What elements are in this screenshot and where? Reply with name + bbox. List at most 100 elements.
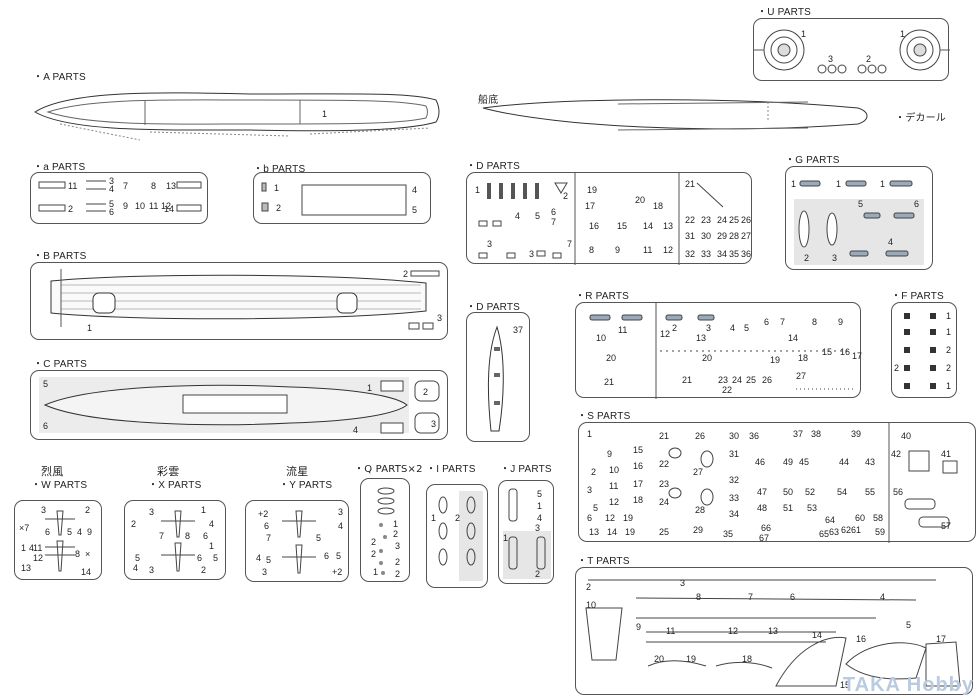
svg-text:8: 8 <box>812 317 817 327</box>
svg-text:8: 8 <box>696 592 701 602</box>
svg-text:2: 2 <box>395 557 400 567</box>
svg-text:4: 4 <box>256 553 261 563</box>
svg-text:11: 11 <box>618 325 627 335</box>
svg-text:3: 3 <box>262 567 267 577</box>
svg-text:1: 1 <box>946 327 951 337</box>
svg-text:61: 61 <box>851 525 861 535</box>
a-parts-hull: 1 <box>34 92 440 141</box>
svg-text:9: 9 <box>838 317 843 327</box>
svg-text:23: 23 <box>718 375 728 385</box>
svg-text:14: 14 <box>607 527 617 537</box>
svg-text:1: 1 <box>322 109 327 119</box>
svg-text:3: 3 <box>487 239 492 249</box>
svg-text:5: 5 <box>43 379 48 389</box>
svg-text:21: 21 <box>659 431 669 441</box>
svg-text:4: 4 <box>537 513 542 523</box>
svg-text:1: 1 <box>373 567 378 577</box>
svg-text:2: 2 <box>395 569 400 579</box>
svg-text:30: 30 <box>701 231 711 241</box>
svg-text:2: 2 <box>403 269 408 279</box>
svg-text:2: 2 <box>131 519 136 529</box>
svg-text:15: 15 <box>633 445 643 455</box>
svg-text:12: 12 <box>663 245 673 255</box>
svg-text:8: 8 <box>185 531 190 541</box>
svg-text:6: 6 <box>43 421 48 431</box>
svg-text:6: 6 <box>324 551 329 561</box>
svg-text:10: 10 <box>609 465 619 475</box>
svg-text:22: 22 <box>722 385 732 395</box>
svg-text:35: 35 <box>729 249 739 259</box>
svg-text:11: 11 <box>666 626 675 636</box>
svg-text:44: 44 <box>839 457 849 467</box>
svg-text:15: 15 <box>822 347 832 357</box>
svg-text:2: 2 <box>894 363 899 373</box>
svg-text:24: 24 <box>717 215 727 225</box>
svg-text:2: 2 <box>68 204 73 214</box>
svg-text:10: 10 <box>586 600 596 610</box>
svg-text:6: 6 <box>790 592 795 602</box>
s-parts-label: ・S PARTS <box>577 411 631 422</box>
svg-text:×7: ×7 <box>19 523 29 533</box>
c-parts-label: ・C PARTS <box>33 359 88 370</box>
svg-text:53: 53 <box>807 503 817 513</box>
svg-text:7: 7 <box>567 239 572 249</box>
svg-text:52: 52 <box>805 487 815 497</box>
svg-text:12: 12 <box>33 553 43 563</box>
svg-text:38: 38 <box>811 429 821 439</box>
j-parts-label: ・J PARTS <box>500 464 552 475</box>
svg-text:7: 7 <box>748 592 753 602</box>
svg-text:36: 36 <box>749 431 759 441</box>
svg-text:18: 18 <box>633 495 643 505</box>
svg-text:6: 6 <box>45 527 50 537</box>
svg-text:7: 7 <box>780 317 785 327</box>
svg-text:16: 16 <box>589 221 599 231</box>
b-small-parts-drawing: 1 2 45 <box>261 182 417 216</box>
g-parts-label: ・G PARTS <box>785 155 840 166</box>
i-parts-label: ・I PARTS <box>426 464 476 475</box>
y-name-label: 流星 <box>286 465 309 478</box>
svg-text:18: 18 <box>742 654 752 664</box>
svg-text:1: 1 <box>209 541 214 551</box>
svg-text:1: 1 <box>801 29 806 39</box>
svg-text:64: 64 <box>825 515 835 525</box>
svg-text:17: 17 <box>852 351 862 361</box>
svg-text:5: 5 <box>266 555 271 565</box>
svg-text:33: 33 <box>701 249 711 259</box>
svg-text:3: 3 <box>41 505 46 515</box>
svg-text:37: 37 <box>793 429 803 439</box>
svg-text:4: 4 <box>730 323 735 333</box>
svg-text:13: 13 <box>21 563 31 573</box>
svg-text:58: 58 <box>873 513 883 523</box>
svg-text:19: 19 <box>587 185 597 195</box>
svg-text:36: 36 <box>741 249 751 259</box>
svg-text:23: 23 <box>659 479 669 489</box>
svg-text:1: 1 <box>431 513 436 523</box>
svg-text:32: 32 <box>685 249 695 259</box>
svg-text:3: 3 <box>832 253 837 263</box>
svg-text:4: 4 <box>412 185 417 195</box>
svg-text:1: 1 <box>87 323 92 333</box>
svg-text:42: 42 <box>891 449 901 459</box>
svg-text:57: 57 <box>941 521 951 531</box>
y-parts-label: ・Y PARTS <box>279 480 333 491</box>
svg-text:3: 3 <box>680 578 685 588</box>
svg-text:34: 34 <box>717 249 727 259</box>
svg-text:1: 1 <box>475 185 480 195</box>
d-parts-sprue-2: 37 <box>466 312 530 442</box>
svg-text:20: 20 <box>702 353 712 363</box>
svg-text:40: 40 <box>901 431 911 441</box>
svg-text:60: 60 <box>855 513 865 523</box>
svg-text:2: 2 <box>672 323 677 333</box>
svg-text:9: 9 <box>123 201 128 211</box>
svg-text:14: 14 <box>812 630 822 640</box>
svg-text:3: 3 <box>431 419 436 429</box>
x-name-label: 彩雲 <box>157 465 180 478</box>
